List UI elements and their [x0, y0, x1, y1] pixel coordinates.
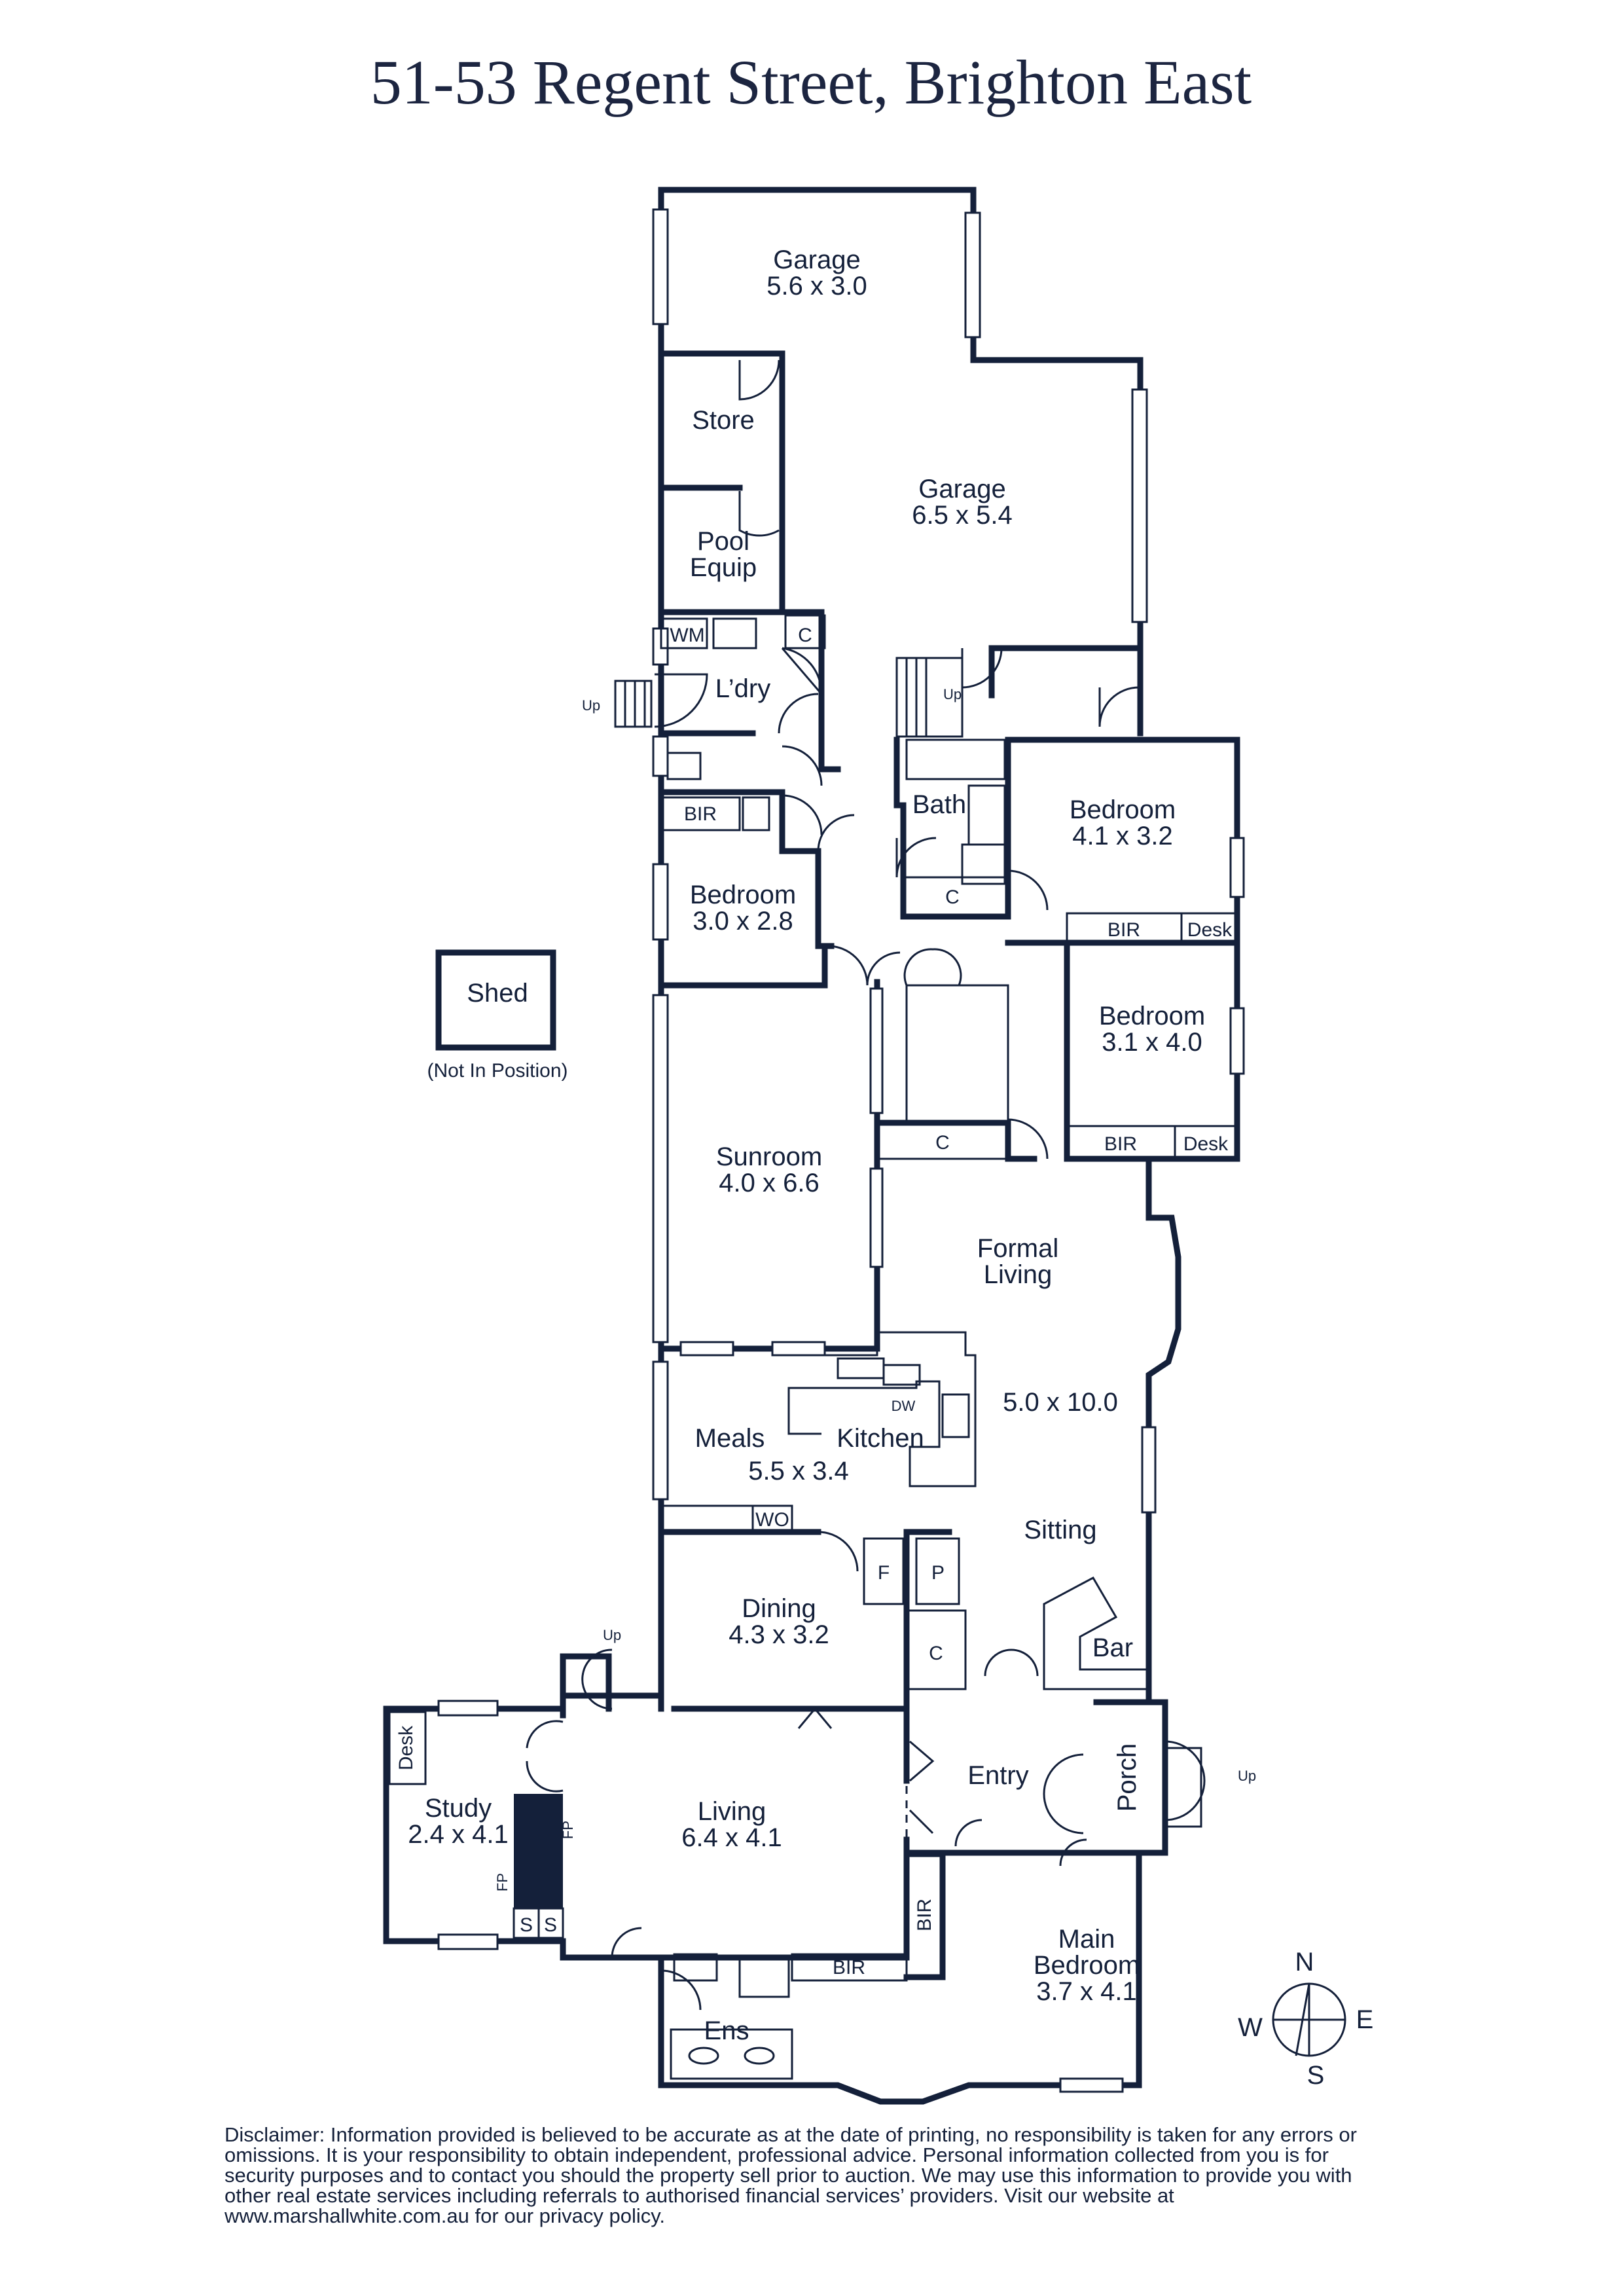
- formal-living-dims: 5.0 x 10.0: [1003, 1388, 1118, 1417]
- p-label: P: [931, 1562, 945, 1584]
- sunroom-label: Sunroom: [716, 1142, 822, 1171]
- meals-dims: 5.5 x 3.4: [748, 1457, 848, 1485]
- entry-label: Entry: [967, 1761, 1028, 1790]
- shed-note: (Not In Position): [427, 1060, 568, 1082]
- sunroom-dims: 4.0 x 6.6: [719, 1169, 819, 1197]
- up-label: Up: [582, 697, 600, 714]
- dw-label: DW: [892, 1398, 916, 1414]
- bedroom-c-dims: 3.1 x 4.0: [1102, 1028, 1202, 1057]
- shed-label: Shed: [467, 979, 528, 1008]
- laundry-label: L’dry: [715, 674, 771, 703]
- sitting-label: Sitting: [1024, 1516, 1096, 1544]
- bir-label-4: BIR: [833, 1957, 865, 1978]
- study-label: Study: [425, 1794, 492, 1823]
- formal-living-label-2: Living: [984, 1260, 1053, 1289]
- f-label: F: [878, 1562, 890, 1584]
- s-label: S: [520, 1914, 533, 1936]
- bir-label-3: BIR: [1104, 1133, 1137, 1155]
- up-label-4: Up: [1238, 1768, 1256, 1784]
- wo-label: WO: [755, 1509, 789, 1531]
- bedroom-b-label: Bedroom: [690, 881, 796, 909]
- cupboard-label-3: C: [935, 1132, 950, 1154]
- garage-dims: 5.6 x 3.0: [766, 272, 867, 301]
- formal-living-label: Formal: [977, 1234, 1058, 1263]
- fireplace: [514, 1794, 563, 1908]
- bedroom-b-dims: 3.0 x 2.8: [693, 907, 793, 936]
- dining-label: Dining: [742, 1594, 816, 1623]
- fp-label: FP: [560, 1821, 576, 1839]
- store-label: Store: [692, 406, 755, 435]
- bedroom-c-label: Bedroom: [1099, 1002, 1205, 1030]
- bir-label-2: BIR: [1108, 919, 1140, 941]
- up-label-3: Up: [603, 1627, 621, 1643]
- main-bedroom-label: Main: [1058, 1925, 1115, 1954]
- bedroom-a-label: Bedroom: [1070, 795, 1176, 824]
- compass-e: E: [1356, 2005, 1374, 2034]
- page-title: 51-53 Regent Street, Brighton East: [370, 47, 1252, 117]
- bir-label-5: BIR: [914, 1899, 935, 1931]
- doors: [526, 359, 1206, 2011]
- cupboard-label-4: C: [929, 1643, 943, 1664]
- garage-label: Garage: [773, 246, 860, 274]
- desk-label-3: Desk: [395, 1725, 417, 1770]
- cupboard-label-2: C: [945, 886, 960, 908]
- pool-equip-label: Pool: [697, 527, 749, 556]
- pool-equip-label-2: Equip: [690, 553, 757, 582]
- compass-n: N: [1295, 1948, 1314, 1977]
- fixtures: [388, 614, 1238, 2080]
- fixture-labels: WM C Up BIR Up C BIR Desk BIR Desk C DW …: [395, 625, 1256, 1978]
- bathtub: [905, 738, 1006, 780]
- bath-label: Bath: [912, 790, 966, 819]
- main-bedroom-label-2: Bedroom: [1034, 1951, 1140, 1980]
- bedroom-a-dims: 4.1 x 3.2: [1072, 822, 1172, 850]
- garage-label-2: Garage: [918, 475, 1005, 503]
- compass: N E S W: [1238, 1948, 1373, 2090]
- study-dims: 2.4 x 4.1: [408, 1820, 508, 1849]
- compass-s: S: [1307, 2061, 1325, 2090]
- desk-label: Desk: [1187, 919, 1233, 941]
- compass-w: W: [1238, 2013, 1263, 2042]
- windows: [437, 208, 1245, 2093]
- bir-label: BIR: [684, 803, 717, 825]
- wm-label: WM: [670, 625, 704, 646]
- ensuite-label: Ens: [704, 2016, 749, 2045]
- living-label: Living: [698, 1797, 766, 1826]
- s-label-2: S: [544, 1914, 557, 1936]
- porch-label: Porch: [1113, 1743, 1142, 1812]
- kitchen-label: Kitchen: [837, 1424, 924, 1453]
- desk-label-2: Desk: [1183, 1133, 1229, 1155]
- dining-dims: 4.3 x 3.2: [729, 1620, 829, 1649]
- meals-label: Meals: [695, 1424, 765, 1453]
- bar-label: Bar: [1092, 1633, 1133, 1662]
- cupboard-label: C: [798, 625, 812, 646]
- fp-label-2: FP: [494, 1873, 511, 1891]
- main-bedroom-dims: 3.7 x 4.1: [1036, 1977, 1136, 2006]
- garage-dims-2: 6.5 x 5.4: [912, 501, 1012, 530]
- washing-machine-box: [660, 617, 708, 649]
- living-dims: 6.4 x 4.1: [681, 1823, 782, 1852]
- room-labels: Garage 5.6 x 3.0 Store Garage 6.5 x 5.4 …: [408, 246, 1205, 2045]
- up-label-2: Up: [943, 686, 962, 702]
- disclaimer: Disclaimer: Information provided is beli…: [225, 2123, 1357, 2227]
